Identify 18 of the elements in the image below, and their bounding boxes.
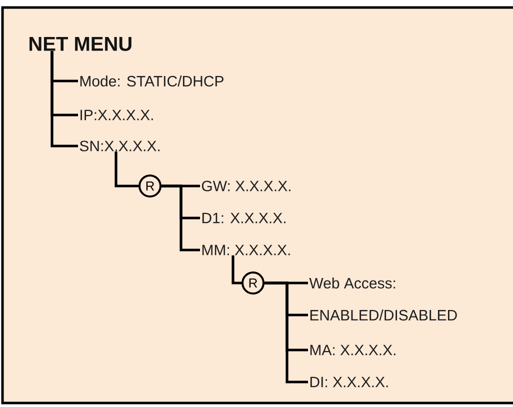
menu-item: Mode: STATIC/DHCP (80, 76, 224, 86)
menu-item: GW: X.X.X.X. (202, 180, 290, 192)
circled-letter: R (138, 174, 162, 198)
tree-connector (50, 51, 78, 148)
menu-item: SN:X.X.X.X. (80, 140, 160, 152)
menu-item: MM: X.X.X.X. (202, 244, 290, 256)
menu-item: D1: X.X.X.X. (202, 212, 286, 224)
menu-title: NET MENU (30, 37, 132, 51)
tree-connector (114, 152, 138, 188)
menu-item: DI: X.X.X.X. (310, 376, 388, 388)
menu-item: Web Access: (309, 278, 396, 288)
tree-connector (162, 184, 200, 252)
tree-connector (264, 282, 308, 384)
circled-letter: R (242, 272, 264, 294)
menu-item: IP:X.X.X.X. (80, 110, 153, 120)
menu-item: MA: X.X.X.X. (310, 344, 396, 356)
tree-connector (232, 255, 242, 284)
menu-item: ENABLED/DISABLED (310, 310, 457, 320)
